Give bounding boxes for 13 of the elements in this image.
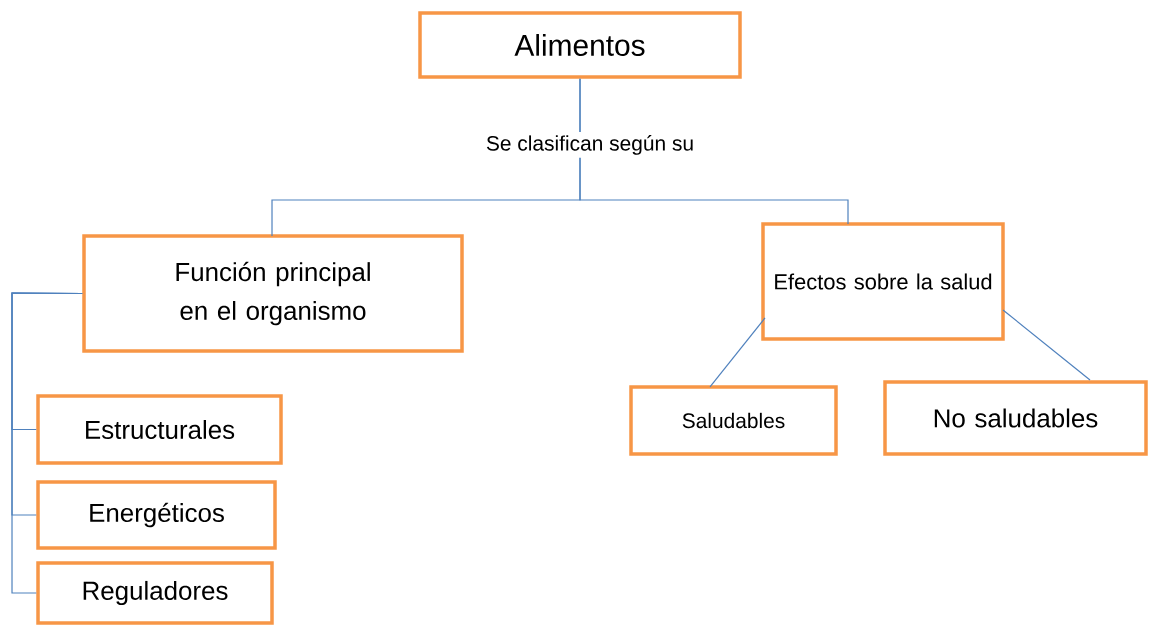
concept-box: Función principal en el organismo bbox=[82, 234, 464, 353]
concept-box: Alimentos bbox=[418, 11, 742, 79]
concept-box: Reguladores bbox=[36, 561, 274, 625]
concept-box: Efectos sobre la salud bbox=[761, 222, 1005, 341]
connector-line bbox=[579, 78, 849, 225]
concept-box: No saludables bbox=[883, 380, 1148, 456]
connector-line bbox=[709, 317, 766, 388]
connector-line bbox=[11, 292, 83, 594]
concept-box: Saludables bbox=[629, 385, 838, 456]
concept-box: Energéticos bbox=[36, 480, 277, 550]
connector-line bbox=[1002, 309, 1091, 381]
edge-label: Se clasifican según su bbox=[482, 132, 698, 158]
concept-box: Estructurales bbox=[36, 394, 283, 465]
